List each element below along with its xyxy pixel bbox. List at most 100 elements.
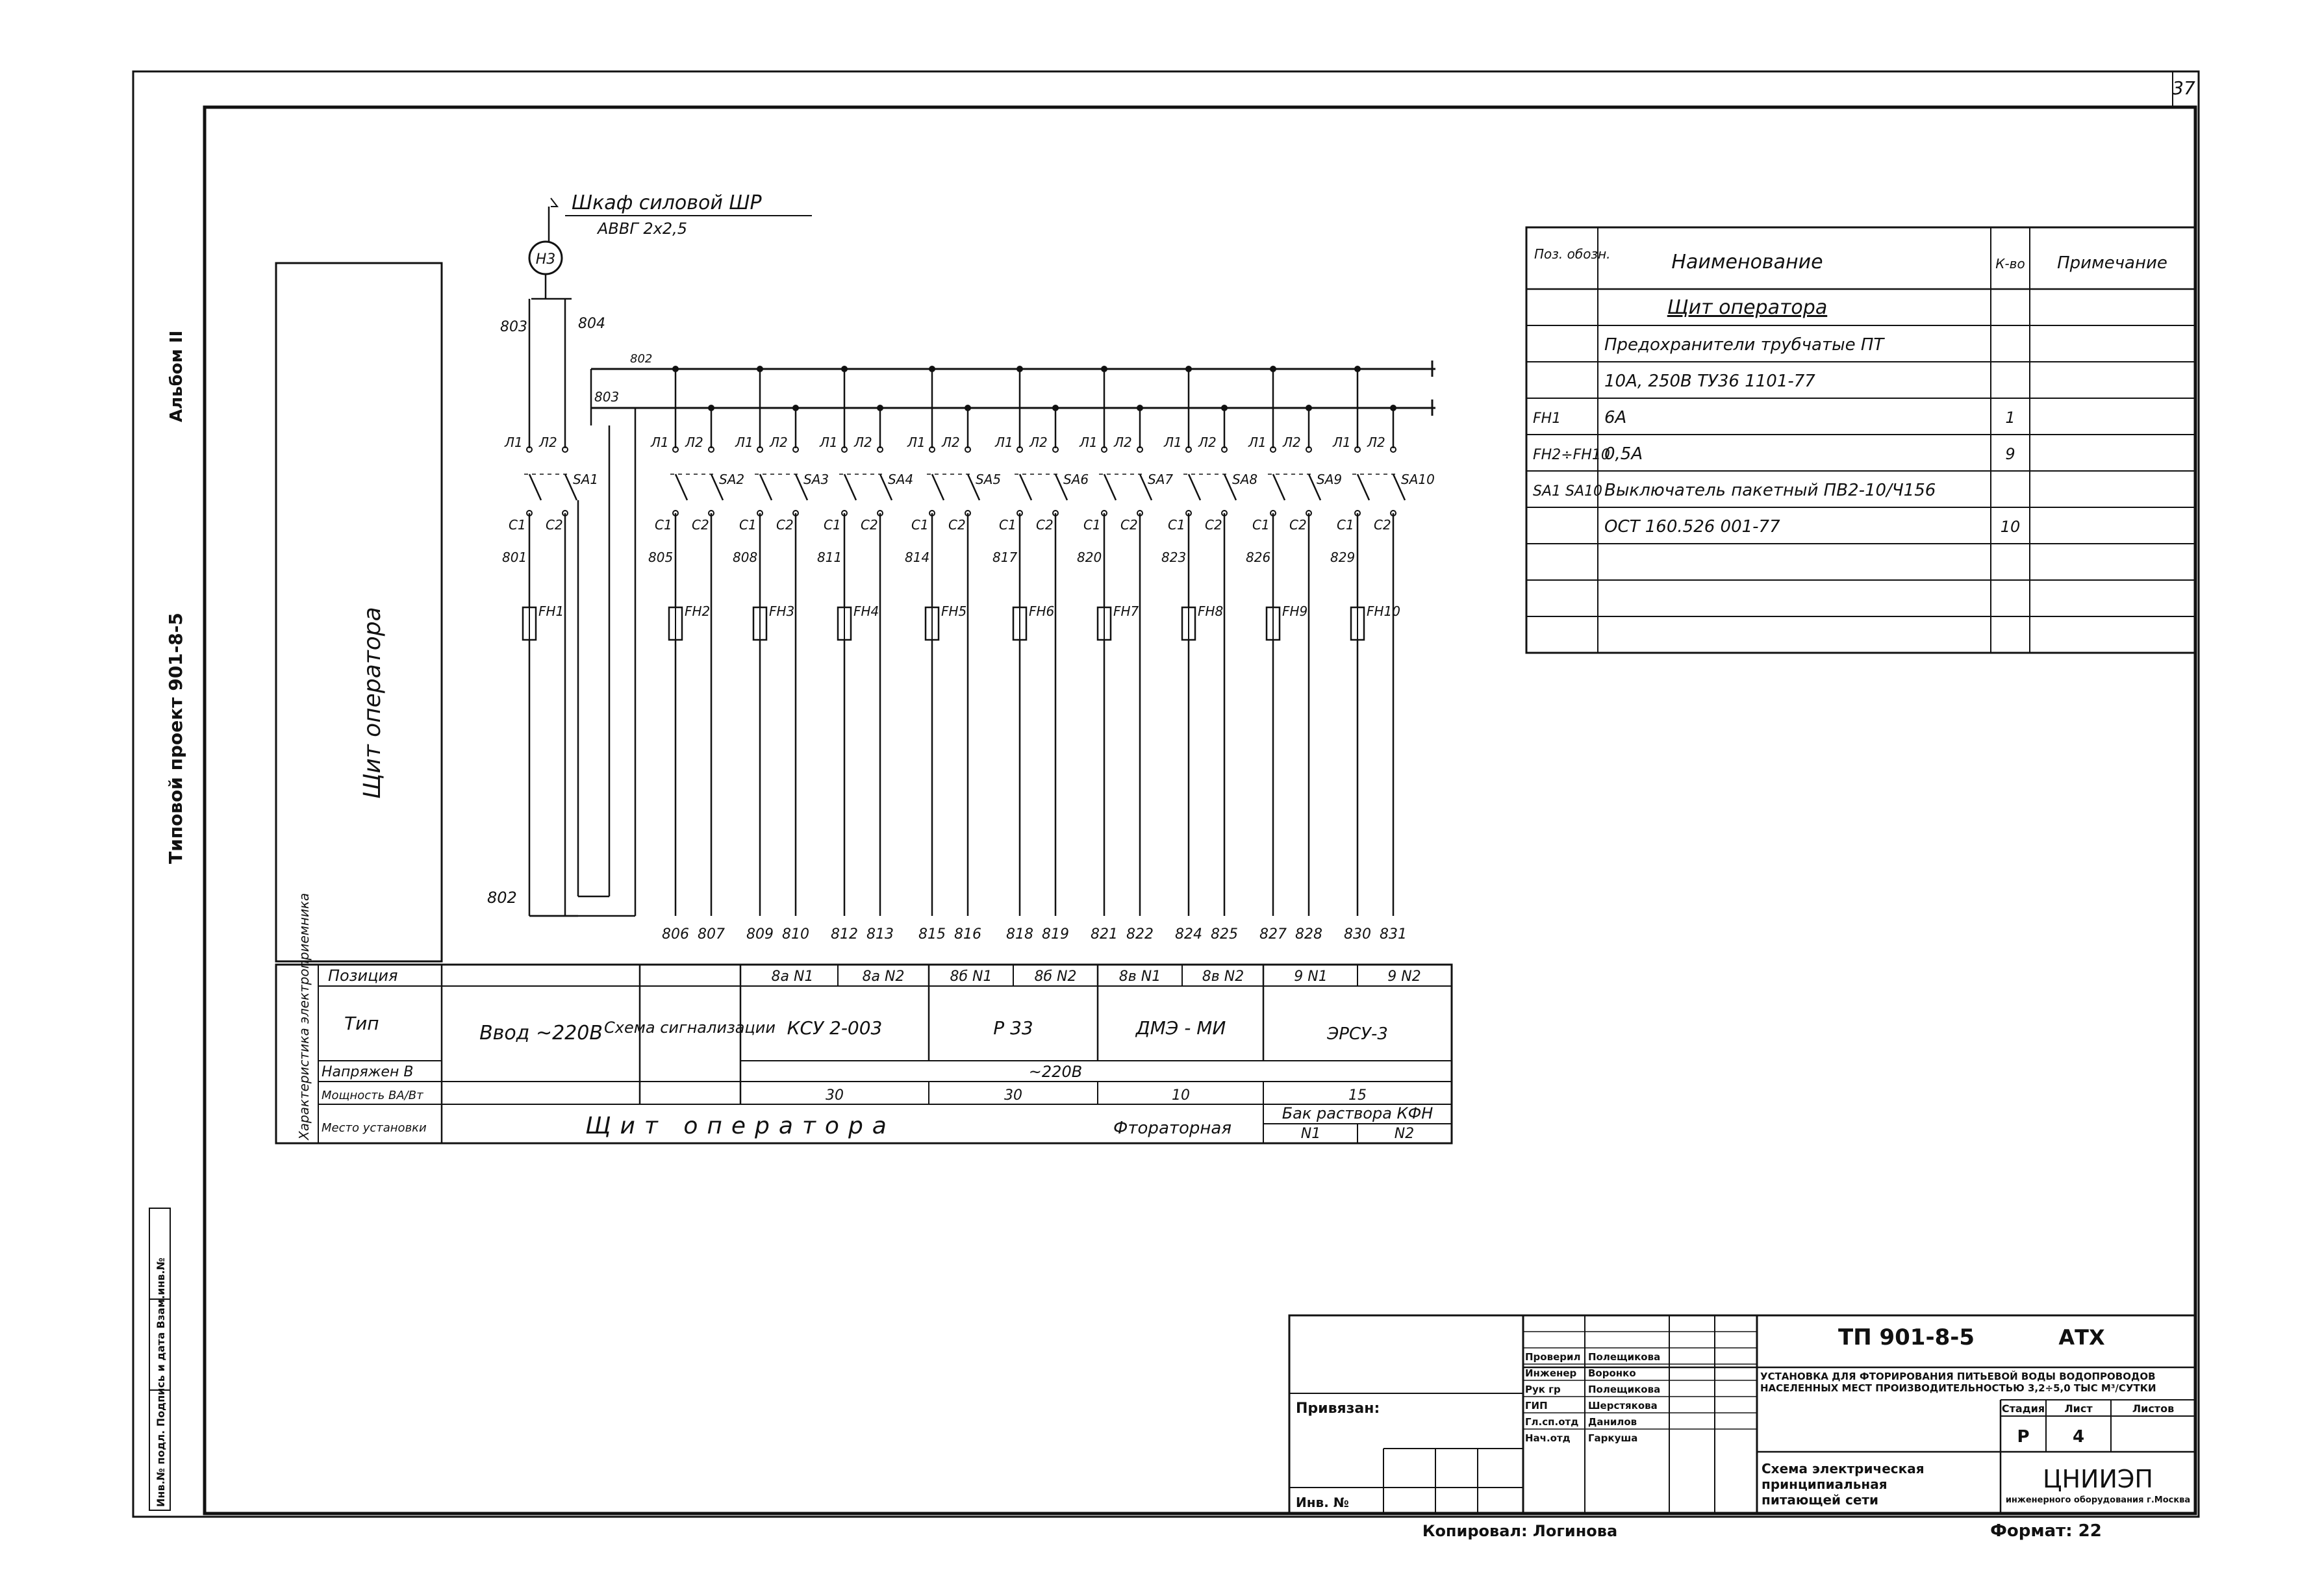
- terminal: [929, 446, 935, 453]
- wire: [843, 474, 857, 501]
- switch-label: SA4: [888, 472, 913, 487]
- switch-label: SA6: [1063, 472, 1089, 487]
- bottom-wire-label: 815: [918, 926, 946, 943]
- wire: [1187, 474, 1202, 501]
- terminal-label: Л1: [1332, 435, 1351, 450]
- terminal-label: Л1: [907, 435, 926, 450]
- terminal-label: Л2: [538, 435, 557, 450]
- name-label: Полещикова: [1588, 1384, 1660, 1395]
- bus-tap: [757, 366, 763, 372]
- fuse-label: FH4: [853, 603, 879, 619]
- bus-tap: [708, 405, 714, 411]
- wire: [879, 474, 893, 501]
- inner-frame: [203, 105, 2197, 1515]
- wire: [1392, 474, 1406, 501]
- wire: [1223, 474, 1237, 501]
- fuse-label: FH8: [1198, 603, 1223, 619]
- power-cell: 10: [1172, 1087, 1190, 1104]
- bottom-wire-label: 827: [1259, 926, 1287, 943]
- wire: [674, 474, 688, 501]
- org-sub: инженерного оборудования г.Москва: [2006, 1495, 2190, 1505]
- bottom-wire-label: 824: [1175, 926, 1202, 943]
- terminal: [877, 446, 883, 453]
- switch-label: SA7: [1148, 472, 1173, 487]
- sheets-label: Листов: [2132, 1402, 2174, 1415]
- wire: [1018, 474, 1033, 501]
- name-label: Полещикова: [1588, 1351, 1660, 1363]
- contact-label: С1: [1168, 517, 1185, 533]
- doc-code: ТП 901-8-5: [1838, 1324, 1975, 1350]
- mid-wire-label: 823: [1161, 550, 1186, 565]
- type-cell: Р 33: [993, 1017, 1033, 1039]
- row-label-place: Место установки: [322, 1121, 427, 1135]
- terminal-label: Л1: [735, 435, 753, 450]
- fuse-label: FH7: [1113, 603, 1139, 619]
- voltage-cell: ~220В: [1029, 1063, 1082, 1081]
- role-label: Инженер: [1525, 1367, 1577, 1379]
- mid-wire-label: 808: [733, 550, 757, 565]
- spec-header-name: Наименование: [1671, 251, 1823, 273]
- contact-label: С2: [1374, 517, 1391, 533]
- position-cell: 8в N2: [1202, 969, 1244, 985]
- bottom-wire-label: 807: [698, 926, 725, 943]
- terminal: [965, 446, 971, 453]
- wire: [710, 474, 724, 501]
- drawing-title: принципиальная: [1762, 1476, 1888, 1492]
- project-title: Установка для фторирования питьевой воды…: [1760, 1371, 2156, 1394]
- bottom-wire-label: 802: [487, 889, 517, 907]
- bus-tap: [1101, 366, 1107, 372]
- bottom-wire-label: 806: [662, 926, 689, 943]
- mid-wire-label: 814: [905, 550, 929, 565]
- terminal: [1185, 446, 1192, 453]
- terminal: [1137, 446, 1143, 453]
- spec-header-qty: К-во: [1995, 256, 2025, 272]
- bus-tap: [792, 405, 799, 411]
- wire: [528, 474, 542, 501]
- wire: [564, 474, 578, 501]
- doc-mark: АТХ: [2058, 1325, 2105, 1350]
- bus-tap: [1354, 366, 1361, 372]
- terminal-label: Л1: [504, 435, 523, 450]
- bottom-wire-label: 816: [954, 926, 981, 943]
- top-wire-label: 803: [500, 319, 527, 335]
- bus-tap: [1052, 405, 1059, 411]
- fuse-label: FH3: [769, 603, 794, 619]
- sheet-label: Лист: [2064, 1402, 2093, 1415]
- role-label: Гл.сп.отд: [1525, 1416, 1578, 1428]
- page-number: 37: [2172, 77, 2195, 99]
- bus-tap: [965, 405, 971, 411]
- bus-tap: [1017, 366, 1023, 372]
- position-cell: 8в N1: [1119, 969, 1161, 985]
- spec-row: 10А, 250В ТУ36 1101-77: [1526, 372, 2195, 399]
- contact-label: С2: [692, 517, 709, 533]
- contact-label: С1: [509, 517, 526, 533]
- terminal: [526, 446, 533, 453]
- terminal-label: Л2: [1113, 435, 1132, 450]
- switch-label: SA2: [719, 472, 744, 487]
- bus-tap: [1270, 366, 1276, 372]
- switch-label: SA10: [1401, 472, 1435, 487]
- spec-name: 10А, 250В ТУ36 1101-77: [1604, 372, 1815, 391]
- bus-tap: [1221, 405, 1228, 411]
- power-cell: 30: [1004, 1087, 1022, 1104]
- wire: [931, 474, 945, 501]
- row-label-position: Позиция: [328, 967, 398, 985]
- bottom-wire-label: 819: [1042, 926, 1069, 943]
- spec-pos: FH1: [1533, 411, 1561, 427]
- wire: [1356, 474, 1370, 501]
- contact-label: С2: [1205, 517, 1222, 533]
- bus-tap: [672, 366, 679, 372]
- meter-label: Н3: [536, 251, 556, 268]
- bottom-wire-label: 818: [1006, 926, 1033, 943]
- fuse-label: FH2: [685, 603, 710, 619]
- contact-label: С2: [1120, 517, 1138, 533]
- bus-label: 803: [594, 389, 619, 405]
